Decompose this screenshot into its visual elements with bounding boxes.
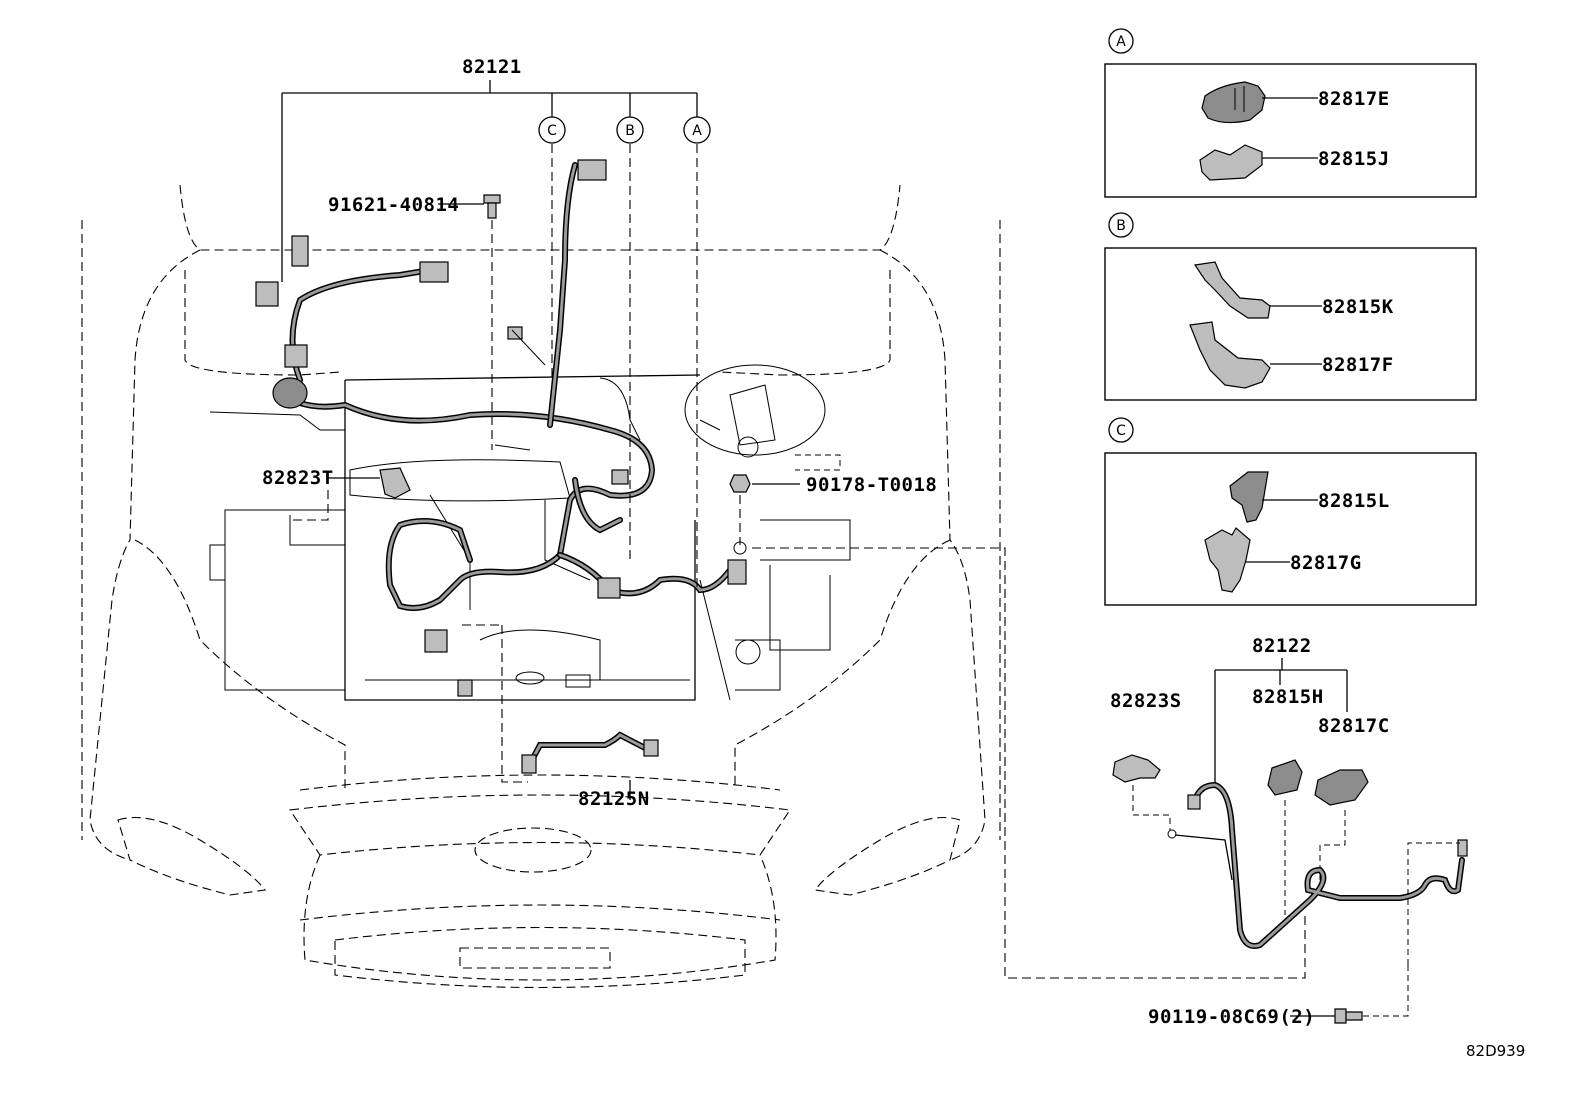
part-82815k-shape	[1193, 261, 1271, 319]
label-bolt: 91621-40814	[328, 194, 459, 216]
label-90119-bolt: 90119-08C69(2)	[1148, 1006, 1315, 1028]
label-sub-harness: 82125N	[578, 788, 650, 810]
label-82823s: 82823S	[1110, 690, 1182, 712]
figure-code: 82D939	[1466, 1042, 1525, 1060]
label-82817g: 82817G	[1290, 552, 1362, 574]
label-82817c: 82817C	[1318, 715, 1390, 737]
label-82817e: 82817E	[1318, 88, 1390, 110]
callout-c-marker: C	[538, 116, 566, 144]
callout-b-letter: B	[625, 123, 635, 139]
detail-c-letter: C	[1116, 423, 1126, 439]
detail-b-letter: B	[1116, 218, 1126, 234]
detail-b-panel: B 82815K 82817F	[1104, 212, 1477, 401]
callout-b-marker: B	[616, 116, 644, 144]
part-90119-bolt-shape	[1334, 1008, 1347, 1024]
detail-c-panel: C 82815L 82817G	[1104, 417, 1477, 606]
part-82823s-shape	[1112, 754, 1161, 783]
leader-lines	[281, 80, 1306, 979]
part-82817g-shape	[1204, 527, 1251, 593]
label-82815h: 82815H	[1252, 686, 1324, 708]
part-82815h-shape	[1267, 759, 1303, 796]
vehicle-outline	[81, 184, 1001, 989]
engine-bay	[209, 364, 851, 701]
callout-c-letter: C	[547, 123, 557, 139]
callout-a-letter: A	[692, 123, 702, 139]
part-82817c-shape	[1314, 769, 1369, 806]
label-82815k: 82815K	[1322, 296, 1394, 318]
label-clamp-left: 82823T	[262, 467, 334, 489]
label-82122: 82122	[1252, 635, 1312, 657]
sub-harness-drawing	[521, 731, 659, 774]
label-nut: 90178-T0018	[806, 474, 937, 496]
part-82817f-shape	[1189, 321, 1271, 389]
detail-a-letter: A	[1116, 34, 1126, 50]
label-main-harness: 82121	[462, 56, 522, 78]
detail-a-panel: A 82817E 82815J	[1104, 28, 1477, 198]
lower-set: 82122 82815H 82817C 82823S 90119-08C69(2…	[1110, 635, 1468, 1028]
label-82817f: 82817F	[1322, 354, 1394, 376]
part-82815l-shape	[1229, 471, 1269, 523]
callout-a-marker: A	[683, 116, 711, 144]
label-82815j: 82815J	[1318, 148, 1390, 170]
main-harness-drawing	[255, 159, 751, 697]
part-82817e-shape	[1201, 81, 1266, 124]
part-82815j-shape	[1199, 144, 1263, 181]
label-82815l: 82815L	[1318, 490, 1390, 512]
